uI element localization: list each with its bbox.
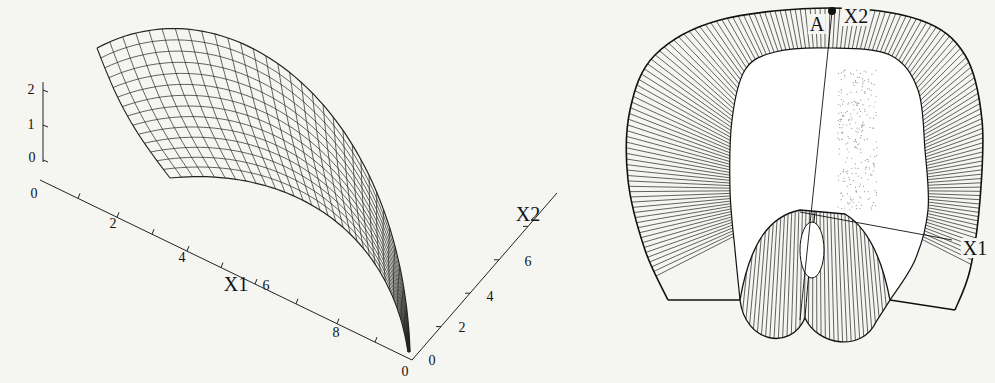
axis-label: X2: [516, 204, 540, 224]
axis-label: X2: [842, 6, 870, 26]
wireframe-surface: [97, 29, 410, 352]
x1-tick-label: 6: [263, 279, 270, 293]
stipple: [837, 70, 877, 211]
x2-tick-label: 2: [459, 321, 466, 335]
x1-tick-label: 8: [333, 326, 340, 340]
x1-tick-label: 2: [110, 217, 117, 231]
x1-tick-label: 4: [179, 251, 186, 265]
point-label: A: [808, 14, 826, 34]
x2-tick-label: 6: [525, 255, 532, 269]
x2-tick-label: 0: [429, 354, 436, 368]
x1-tick-label: 0: [402, 365, 409, 379]
cross-section: [565, 0, 995, 355]
axis-label: X1: [961, 238, 989, 258]
z-tick-label: 2: [28, 83, 35, 97]
x2-tick-label: 4: [487, 290, 494, 304]
z-tick-label: 1: [28, 118, 35, 132]
axis-ticks: [78, 193, 528, 342]
axes-3d: [40, 82, 557, 360]
x1-tick-label: 0: [31, 187, 38, 201]
z-tick-label: 0: [29, 151, 36, 165]
axis-label: X1: [224, 274, 248, 294]
